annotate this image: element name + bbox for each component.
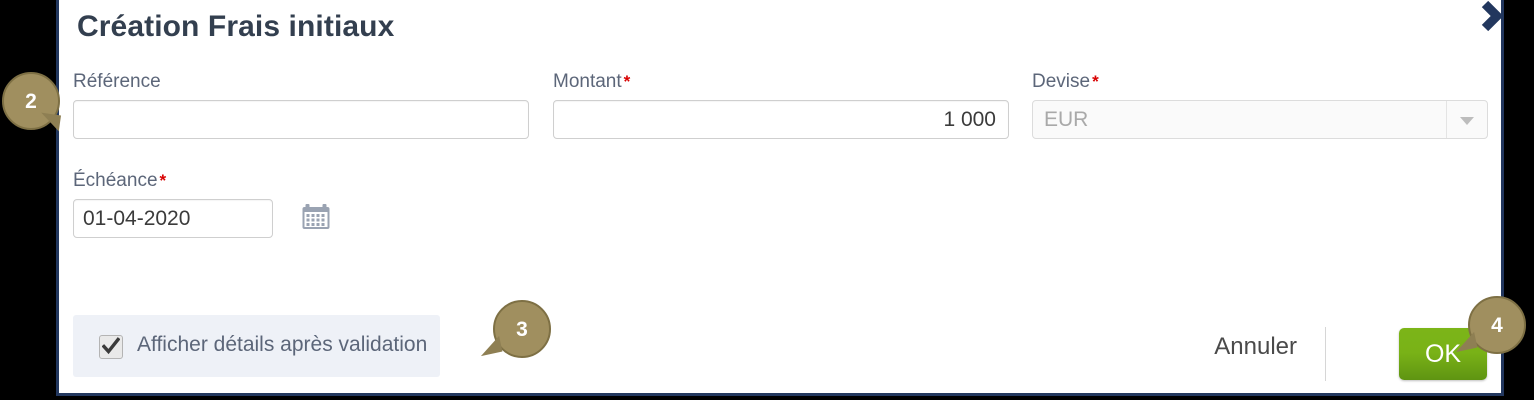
calendar-icon[interactable]: [301, 203, 331, 231]
reference-input[interactable]: [73, 100, 529, 139]
afficher-details-label[interactable]: Afficher détails après validation: [137, 333, 428, 356]
form-area: Référence Montant* Devise* EUR: [59, 72, 1501, 270]
field-reference-label-text: Référence: [73, 71, 161, 92]
dialog-footer: Afficher détails après validation Annule…: [59, 307, 1501, 393]
field-reference-label: Référence: [73, 72, 529, 92]
form-row-1: Référence Montant* Devise* EUR: [59, 72, 1501, 171]
field-montant: Montant*: [553, 72, 1009, 139]
creation-frais-initiaux-dialog: Création Frais initiaux Référence Montan…: [56, 0, 1504, 396]
field-devise-label: Devise*: [1032, 72, 1488, 92]
field-echeance: Échéance*: [73, 171, 330, 238]
chevron-down-icon[interactable]: [1446, 101, 1487, 138]
annotation-badge-2: 2: [2, 72, 60, 130]
required-marker: *: [623, 72, 631, 91]
form-row-2: Échéance*: [59, 171, 1501, 270]
devise-select[interactable]: EUR: [1032, 100, 1488, 139]
field-reference: Référence: [73, 72, 529, 139]
field-montant-label: Montant*: [553, 72, 1009, 92]
close-icon[interactable]: [1473, 0, 1507, 40]
cancel-button[interactable]: Annuler: [1214, 333, 1297, 360]
field-echeance-label-text: Échéance: [73, 170, 158, 191]
required-marker: *: [1092, 72, 1099, 91]
annotation-badge-4: 4: [1468, 296, 1526, 354]
field-montant-label-text: Montant: [553, 71, 622, 92]
montant-input[interactable]: [553, 100, 1009, 139]
echeance-input[interactable]: [73, 199, 273, 238]
afficher-details-checkbox[interactable]: [99, 335, 123, 359]
annotation-badge-3: 3: [493, 300, 551, 358]
afficher-details-panel: Afficher détails après validation: [73, 315, 440, 377]
field-devise: Devise* EUR: [1032, 72, 1488, 139]
field-devise-label-text: Devise: [1032, 71, 1091, 92]
devise-selected-value: EUR: [1044, 108, 1089, 131]
field-echeance-label: Échéance*: [73, 171, 273, 191]
required-marker: *: [159, 171, 167, 190]
dialog-title: Création Frais initiaux: [77, 10, 395, 43]
footer-divider: [1325, 327, 1326, 381]
